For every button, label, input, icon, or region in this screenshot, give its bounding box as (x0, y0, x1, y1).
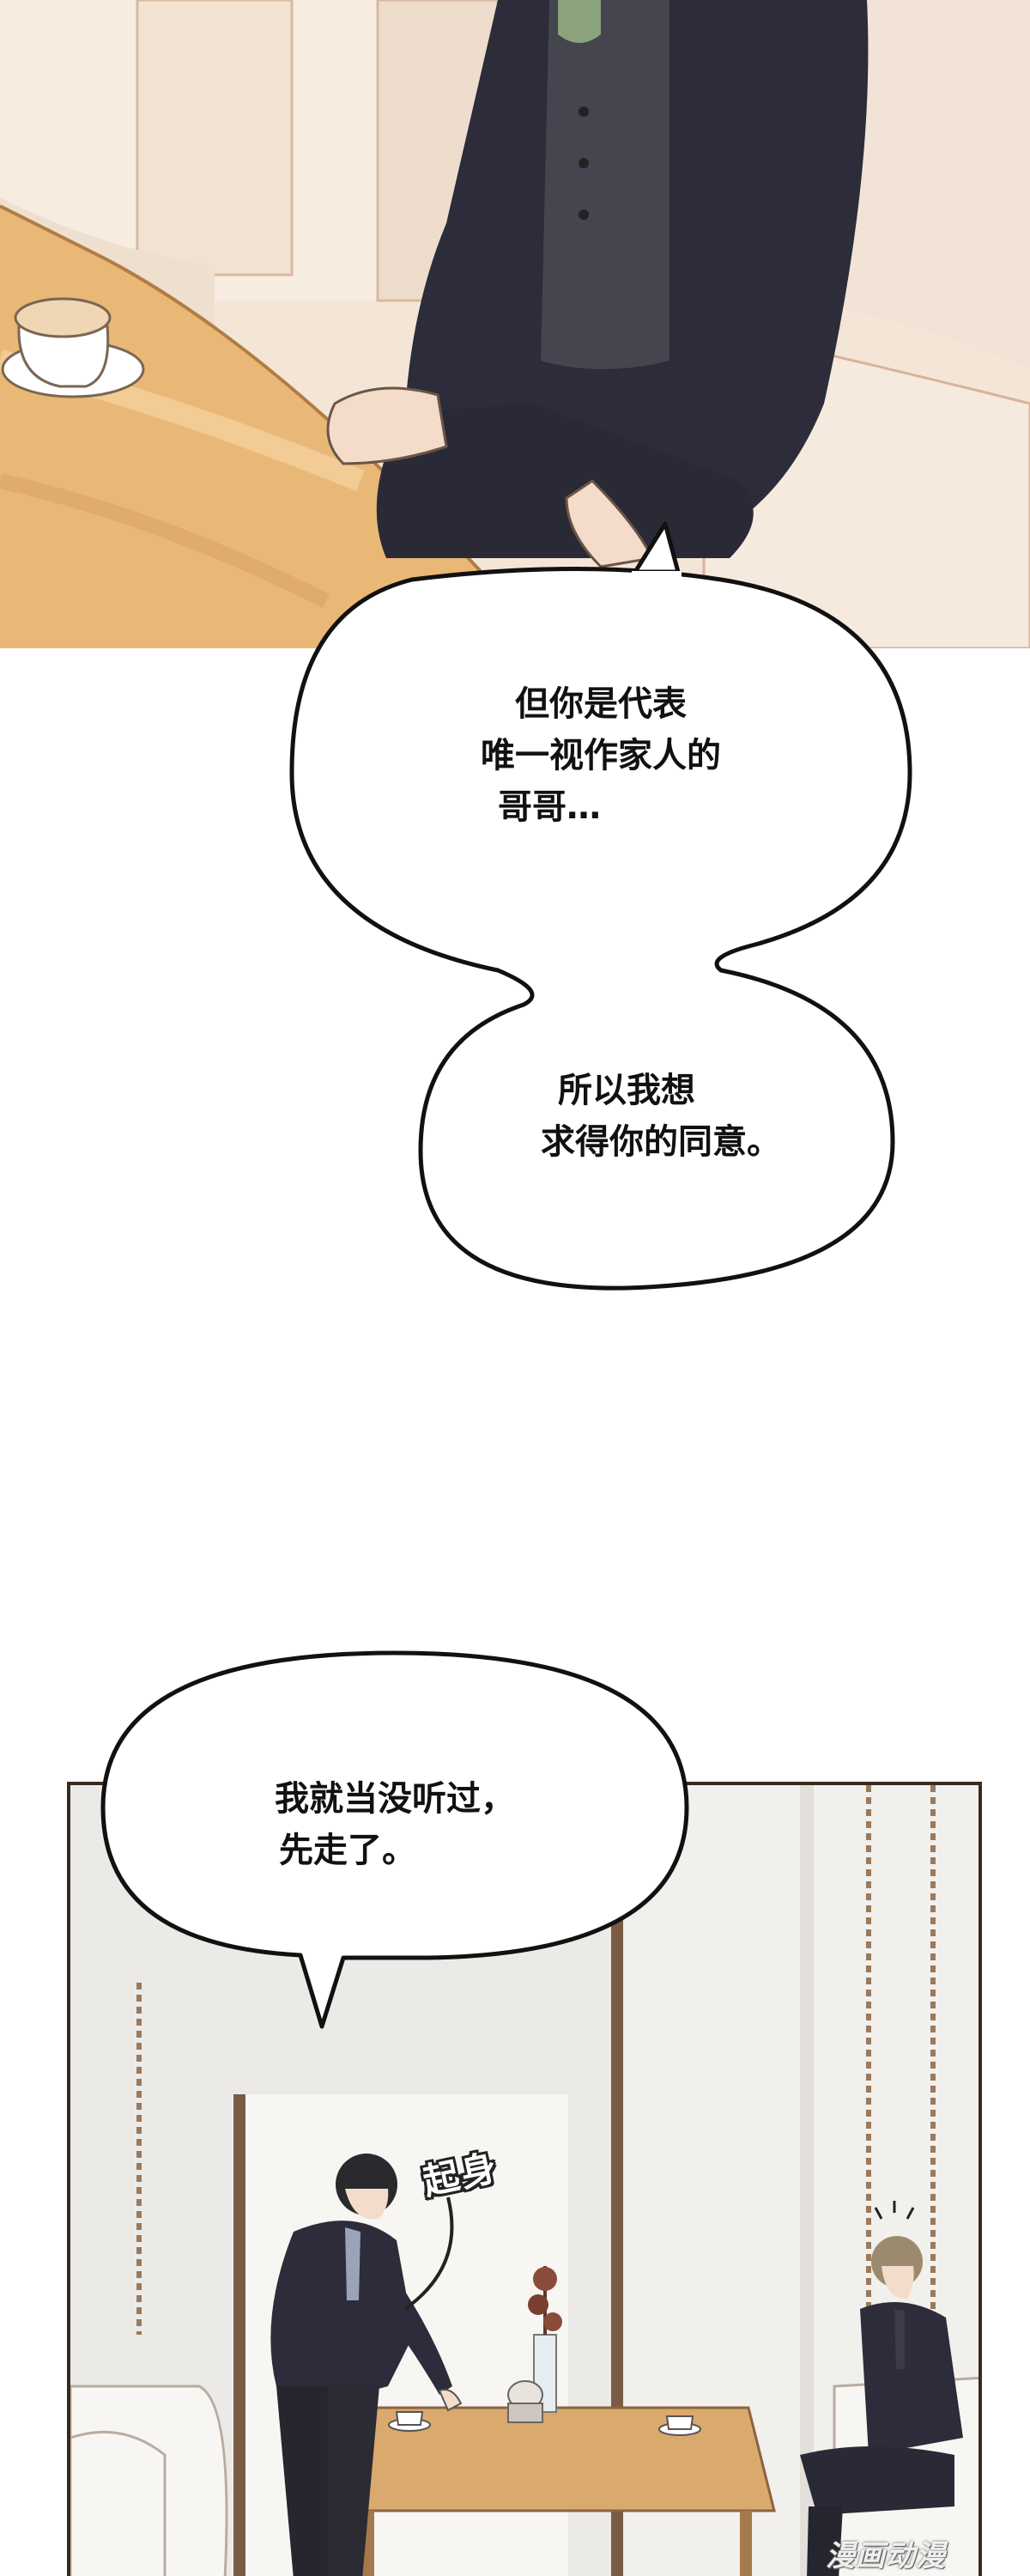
bubble-2-line: 所以我想 (558, 1071, 695, 1110)
bubble-2-line: 求得你的同意。 (541, 1122, 781, 1162)
bubble-2-text: 所以我想 求得你的同意。 (498, 1065, 824, 1168)
bubble-3-line: 先走了。 (279, 1831, 416, 1870)
bubble-3-text: 我就当没听过， 先走了。 (215, 1773, 575, 1876)
bubble-1-text: 但你是代表 唯一视作家人的 哥哥… (429, 678, 772, 833)
top-panel (0, 0, 1030, 648)
bubble-3-line: 我就当没听过， (275, 1779, 515, 1819)
speech-bubble-3: 我就当没听过， 先走了。 (86, 1636, 704, 2082)
bubble-1-line: 唯一视作家人的 (481, 736, 721, 775)
watermark-logo: 漫画动漫 (826, 2539, 946, 2573)
bubble-1-line: 哥哥… (498, 787, 601, 827)
cafe-scene-illustration (0, 0, 1030, 648)
bubble-outline-icon (100, 1650, 689, 2029)
bubble-outline-icon (289, 521, 912, 1291)
speech-bubble-double: 但你是代表 唯一视作家人的 哥哥… 所以我想 求得你的同意。 (275, 515, 927, 1305)
bubble-1-line: 但你是代表 (515, 684, 687, 724)
